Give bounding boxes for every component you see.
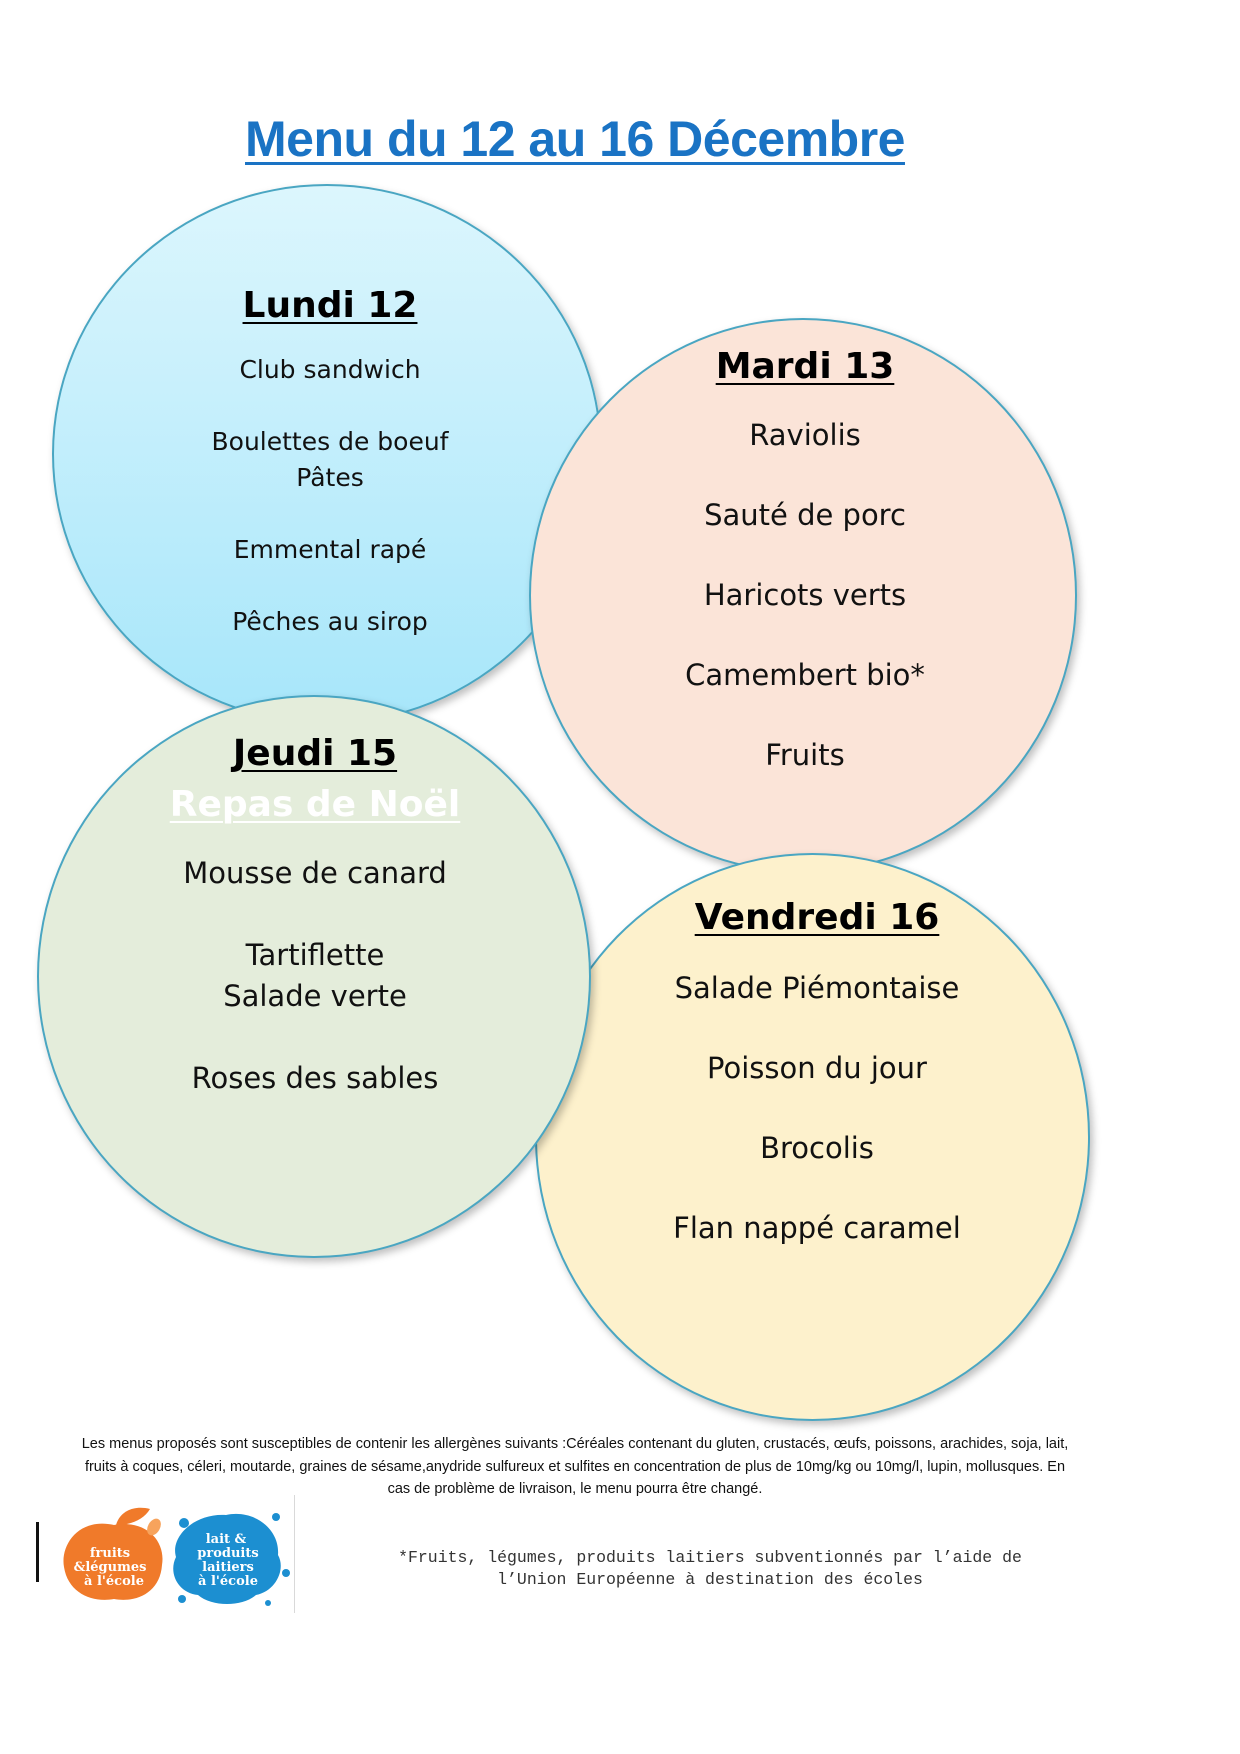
menu-spacer (600, 615, 1010, 655)
svg-text:fruits: fruits (90, 1546, 130, 1561)
menu-spacer (130, 496, 530, 532)
dish-item: Club sandwich (239, 355, 421, 384)
svg-text:lait &: lait & (206, 1532, 247, 1547)
dish-item: Camembert bio* (685, 658, 925, 692)
dish-item: Haricots verts (703, 578, 907, 612)
dish-item: Emmental rapé (233, 535, 427, 564)
menu-spacer (600, 695, 1010, 735)
fruits-legumes-ecole-logo: fruits &légumes à l'école (63, 1507, 163, 1600)
jeudi-menu: Jeudi 15 Repas de Noël Mousse de canard … (115, 733, 515, 1099)
menu-spacer (130, 388, 530, 424)
svg-text:laitiers: laitiers (202, 1560, 254, 1575)
logo-divider (294, 1495, 295, 1613)
dish-item: Pêches au sirop (232, 607, 428, 636)
vendredi-circle (535, 853, 1090, 1421)
allergen-notice: Les menus proposés sont susceptibles de … (40, 1433, 1110, 1501)
dish-item: Brocolis (760, 1131, 874, 1165)
logos-area: fruits &légumes à l'école lait & produit… (36, 1495, 301, 1615)
jeudi-circle (37, 695, 591, 1258)
menu-spacer (612, 1008, 1022, 1048)
dish-item: Tartiflette (245, 938, 385, 972)
logo-divider (36, 1522, 39, 1582)
dish-item: Poisson du jour (707, 1051, 927, 1085)
lundi-circle (52, 184, 602, 724)
dish-item: Flan nappé caramel (673, 1211, 961, 1245)
menu-spacer (600, 455, 1010, 495)
menu-spacer (115, 1017, 515, 1058)
day-title-mardi: Mardi 13 (715, 346, 895, 387)
menu-spacer (130, 568, 530, 604)
menu-spacer (600, 535, 1010, 575)
dish-item: Roses des sables (191, 1061, 439, 1095)
footnote-line: l’Union Européenne à destination des éco… (497, 1570, 923, 1589)
page-title: Menu du 12 au 16 Décembre (245, 111, 905, 167)
day-title-vendredi: Vendredi 16 (694, 897, 940, 938)
lait-produits-laitiers-ecole-logo: lait & produits laitiers à l'école (173, 1513, 290, 1606)
svg-text:produits: produits (197, 1546, 258, 1561)
svg-text:&légumes: &légumes (74, 1560, 147, 1575)
allergen-line: cas de problème de livraison, le menu po… (387, 1481, 763, 1497)
dish-item: Pâtes (296, 463, 364, 492)
mardi-dishes: Raviolis Sauté de porc Haricots verts Ca… (600, 415, 1010, 775)
menu-spacer (612, 1088, 1022, 1128)
day-title-jeudi: Jeudi 15 (232, 733, 398, 774)
allergen-line: Les menus proposés sont susceptibles de … (81, 1436, 1069, 1452)
dish-item: Sauté de porc (704, 498, 906, 532)
christmas-meal-subtitle: Repas de Noël (169, 784, 461, 825)
allergen-line: fruits à coques, céleri, moutarde, grain… (84, 1458, 1066, 1475)
dish-item: Raviolis (749, 418, 861, 452)
lundi-menu: Lundi 12 Club sandwich Boulettes de boeu… (130, 285, 530, 640)
dish-item: Salade Piémontaise (674, 971, 960, 1005)
footnote-line: *Fruits, légumes, produits laitiers subv… (398, 1548, 1022, 1567)
menu-spacer (612, 1168, 1022, 1208)
menu-spacer (115, 894, 515, 935)
vendredi-menu: Vendredi 16 Salade Piémontaise Poisson d… (612, 897, 1022, 1248)
eu-subsidy-footnote: *Fruits, légumes, produits laitiers subv… (330, 1547, 1090, 1591)
dish-item: Fruits (765, 738, 845, 772)
vendredi-dishes: Salade Piémontaise Poisson du jour Broco… (612, 968, 1022, 1248)
mardi-circle (529, 318, 1077, 873)
dish-item: Mousse de canard (183, 856, 447, 890)
svg-text:à l'école: à l'école (84, 1574, 144, 1589)
dish-item: Salade verte (223, 979, 407, 1013)
day-title-lundi: Lundi 12 (242, 285, 418, 326)
dish-item: Boulettes de boeuf (211, 427, 449, 456)
svg-text:à l'école: à l'école (198, 1574, 258, 1589)
mardi-menu: Mardi 13 Raviolis Sauté de porc Haricots… (600, 346, 1010, 775)
